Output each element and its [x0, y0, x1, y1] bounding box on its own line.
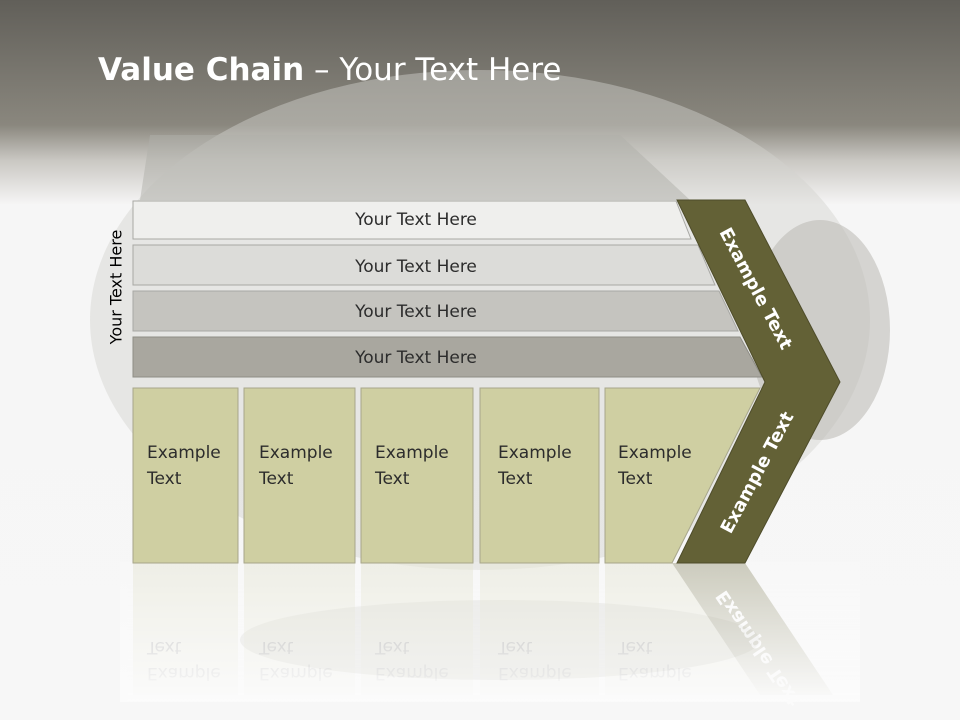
margin-chevron [676, 199, 841, 564]
reflection: Example Text Example Text Example Text E… [120, 562, 860, 710]
row-bar [132, 290, 739, 332]
row-label: Your Text Here [354, 257, 477, 277]
row-bar [132, 244, 716, 286]
title-rest: – Your Text Here [304, 52, 562, 88]
row-label: Your Text Here [354, 210, 477, 230]
activity-cell [479, 387, 600, 564]
cell-text: Text [258, 469, 294, 489]
cell-text: Text [497, 469, 533, 489]
title-bold: Value Chain [98, 52, 305, 88]
cell-text: Text [146, 469, 182, 489]
row-label: Your Text Here [354, 348, 477, 368]
activity-cell [243, 387, 356, 564]
cell-text: Example [498, 443, 572, 463]
cell-text: Example [259, 443, 333, 463]
cell-text: Example [375, 443, 449, 463]
row-bar [132, 200, 692, 240]
cell-text: Text [617, 469, 653, 489]
activity-cell [132, 387, 239, 564]
row-label: Your Text Here [354, 302, 477, 322]
row-bar [132, 336, 763, 378]
cell-text: Example [147, 443, 221, 463]
reflection-fade [120, 562, 860, 702]
activity-cell [360, 387, 474, 564]
cell-text: Example [618, 443, 692, 463]
slide-title: Value Chain – Your Text Here [98, 52, 561, 88]
activity-cell-last [604, 387, 761, 564]
cell-text: Text [374, 469, 410, 489]
